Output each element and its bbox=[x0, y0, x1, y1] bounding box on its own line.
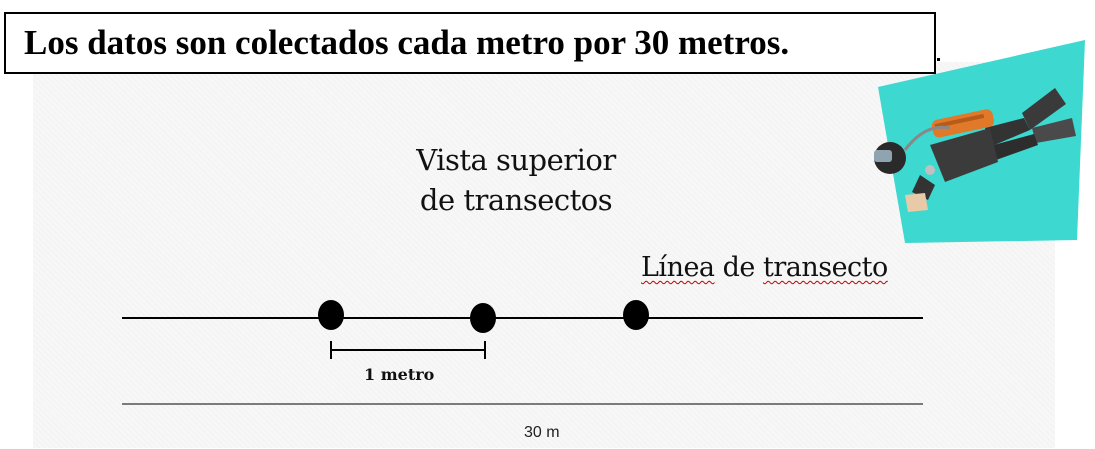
total-length-label: 30 m bbox=[524, 424, 560, 441]
sample-point-marker bbox=[470, 303, 496, 333]
title-box: Los datos son colectados cada metro por … bbox=[4, 12, 936, 74]
spacing-label: 1 metro bbox=[364, 365, 435, 384]
page-title: Los datos son colectados cada metro por … bbox=[24, 23, 790, 62]
transect-line-label: Línea de transecto bbox=[641, 252, 888, 283]
meter-bracket bbox=[330, 341, 486, 359]
diagram-heading: Vista superior de transectos bbox=[396, 140, 636, 220]
period-mark bbox=[937, 58, 940, 61]
transect-label-word-2: de bbox=[722, 252, 756, 283]
heading-line-1: Vista superior bbox=[416, 143, 616, 177]
sample-point-marker bbox=[623, 300, 649, 330]
diagram-panel bbox=[33, 62, 1055, 448]
heading-line-2: de transectos bbox=[419, 183, 613, 217]
sample-point-marker bbox=[318, 300, 344, 330]
diver-illustration bbox=[874, 40, 1085, 243]
transect-label-word-1: Línea bbox=[641, 252, 715, 283]
transect-label-word-3: transecto bbox=[762, 252, 888, 283]
